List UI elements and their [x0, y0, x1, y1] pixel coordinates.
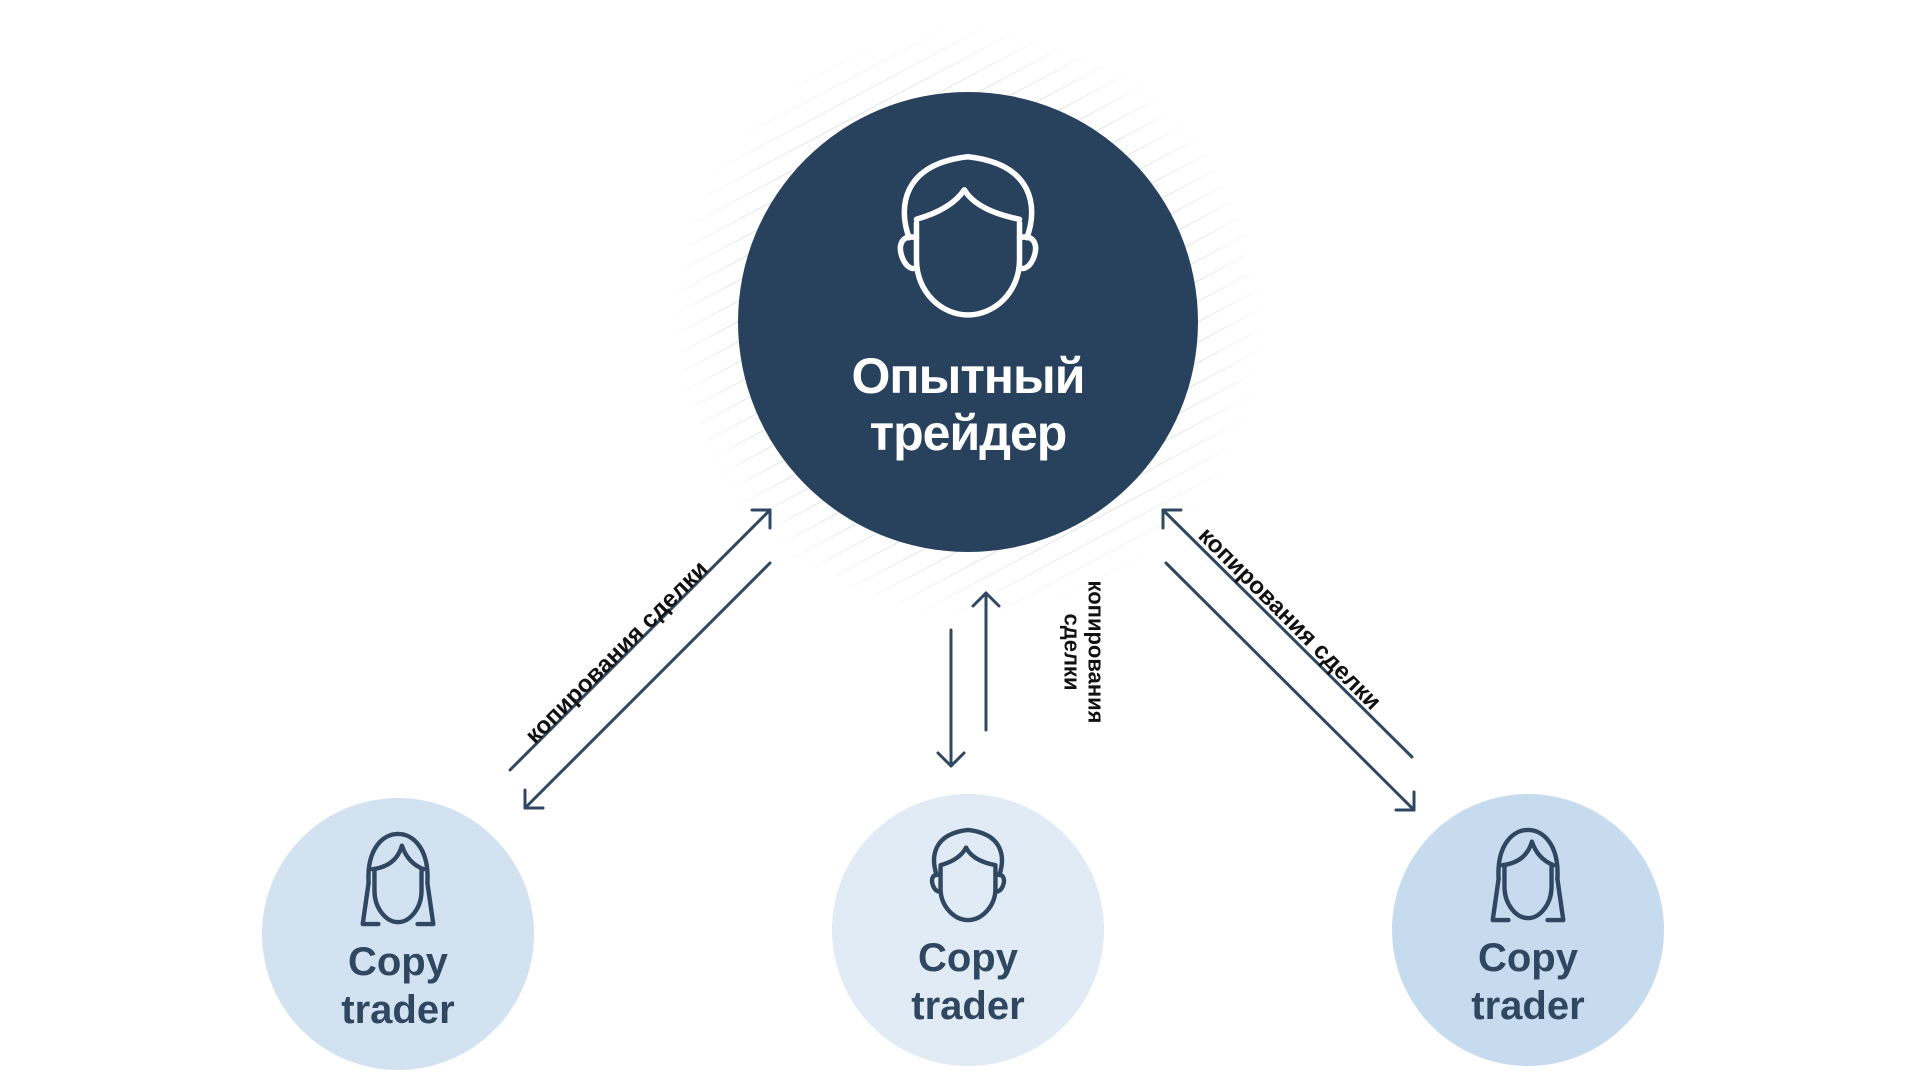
flow-label-middle-line2: сделки — [1059, 613, 1085, 691]
male-face-icon — [897, 153, 1039, 318]
copy-trader-right-line1: Copy — [1477, 936, 1578, 980]
arrow-right-up — [1161, 508, 1414, 759]
copy-trader-node-middle: Copy trader — [832, 794, 1104, 1066]
male-face-icon — [929, 827, 1007, 923]
arrow-mid-up — [971, 591, 1001, 732]
copy-trader-middle-line1: Copy — [917, 936, 1018, 980]
copy-trader-node-left: Copy trader — [262, 798, 534, 1070]
arrow-mid-down — [936, 628, 966, 768]
expert-label-line2: трейдер — [869, 405, 1068, 461]
arrow-left-up — [508, 508, 772, 772]
copy-trader-left-line2: trader — [341, 988, 455, 1032]
female-face-icon — [360, 831, 436, 927]
arrow-right-down — [1164, 561, 1416, 812]
expert-trader-node: Опытный трейдер — [738, 92, 1198, 552]
flow-label-middle: копирования сделки — [1059, 580, 1109, 724]
copy-trader-left-line1: Copy — [347, 940, 448, 984]
copy-trader-node-right: Copy trader — [1392, 794, 1664, 1066]
expert-label-line1: Опытный — [851, 348, 1086, 404]
flow-label-middle-line1: копирования — [1083, 580, 1109, 724]
copy-trader-middle-line2: trader — [911, 984, 1025, 1028]
copy-trader-right-line2: trader — [1471, 984, 1585, 1028]
arrow-left-down — [523, 561, 772, 810]
female-face-icon — [1490, 827, 1566, 923]
